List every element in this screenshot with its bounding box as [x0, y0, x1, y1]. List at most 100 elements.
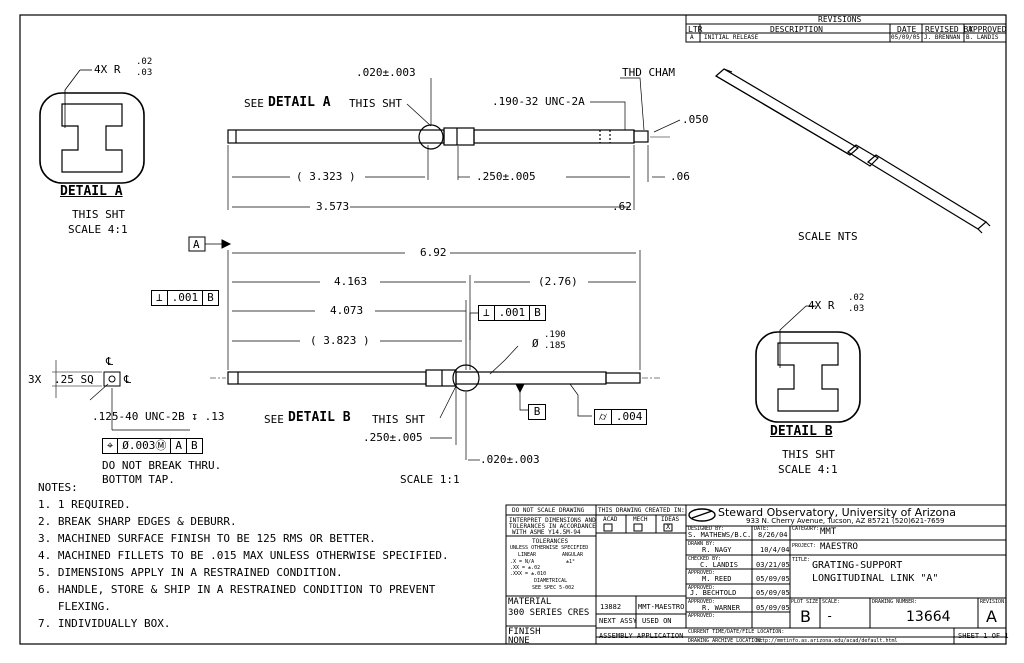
tb-lin-1: .X = N/A [510, 559, 535, 565]
tb-sheet: SHEET 1 OF 1 [958, 632, 1009, 640]
perp-control-frame-right: ⊥ .001 B [478, 305, 546, 321]
tb-cad-ideas: IDEAS [661, 516, 680, 523]
tb-archive-link[interactable]: http://mmtinfo.as.arizona.edu/acad/defau… [756, 638, 898, 644]
tb-approved-2-date: 05/09/05 [756, 589, 790, 597]
position-datum-b: B [190, 439, 198, 452]
tb-next-assy: NEXT ASSY [599, 617, 637, 625]
detail-b-radius-top: .02 [848, 293, 865, 303]
tb-cad-mech: MECH [633, 516, 648, 523]
rev-row-ltr: A [690, 34, 694, 41]
tb-angular: ANGULAR [562, 552, 584, 558]
centerline-symbol: ℄ [106, 355, 114, 368]
top-see-suffix: THIS SHT [349, 97, 402, 110]
iso-scale-label: SCALE NTS [798, 230, 858, 243]
tb-title-2: LONGITUDINAL LINK "A" [812, 573, 939, 584]
tb-plot-size: B [800, 607, 811, 626]
note-5: 5. DIMENSIONS APPLY IN A RESTRAINED COND… [38, 566, 343, 579]
tb-approved-1-date: 05/09/05 [756, 575, 790, 583]
tb-approved-3-date: 05/09/05 [756, 604, 790, 612]
tb-ang-val: ±1° [566, 559, 576, 565]
tb-designed-label: DESIGNED BY: [688, 526, 725, 532]
datum-b-label: B [528, 404, 546, 420]
tb-approved-1: M. REED [702, 575, 732, 583]
rev-row-approved: B. LANDIS [966, 34, 999, 41]
main-dim-276: (2.76) [538, 275, 578, 288]
tb-created-in: THIS DRAWING CREATED IN: [598, 507, 685, 514]
tb-project-label: PROJECT: [792, 543, 817, 549]
tb-diametrical: DIAMETRICAL [534, 578, 568, 584]
top-dim-050: .050 [682, 113, 709, 126]
rev-row-date: 05/09/05 [891, 34, 920, 41]
main-scale: SCALE 1:1 [400, 473, 460, 486]
tb-approved-2: J. BECHTOLD [690, 589, 737, 597]
tb-checked-label: CHECKED BY: [688, 556, 722, 562]
position-symbol: ⌖ [103, 439, 119, 453]
tb-date-label: DATE: [754, 526, 770, 532]
tb-interpret-2: TOLERANCES IN ACCORDANCE [509, 523, 596, 530]
rev-header-approved: APPROVED [968, 25, 1007, 34]
tb-material: 300 SERIES CRES [508, 608, 590, 618]
tb-dwg-label: DRAWING NUMBER: [872, 599, 918, 605]
tb-see-spec: SEE SPEC 5-002 [532, 585, 575, 591]
tb-approved-label-4: APPROVED: [688, 613, 716, 619]
revisions-table-lines [685, 14, 1007, 43]
top-view-shaft [227, 124, 649, 150]
perp-datum: B [534, 306, 541, 319]
main-dia-symbol: Ø [532, 337, 539, 350]
tb-lin-2: .XX = ±.02 [510, 565, 541, 571]
tb-interpret-3: WITH ASME Y14.5M-94 [512, 529, 581, 536]
top-thread: .190-32 UNC-2A [492, 95, 585, 108]
cylindricity-symbol: ⌭ [595, 410, 612, 424]
title-block-lines [505, 504, 1007, 645]
detail-b-sub2: SCALE 4:1 [778, 463, 838, 476]
rev-header-ltr: LTR [688, 25, 703, 34]
tb-tolerances: TOLERANCES [532, 538, 569, 545]
rev-row-description: INITIAL RELEASE [704, 34, 759, 41]
tb-cad-acad: ACAD [603, 516, 618, 523]
rev-header-description: DESCRIPTION [770, 25, 823, 34]
perp-control-frame-left: ⊥ .001 B [151, 290, 219, 306]
detail-b-title: DETAIL B [770, 424, 833, 439]
perp-value: .001 [495, 306, 531, 320]
main-see-detail: DETAIL B [288, 410, 351, 425]
detail-b-sub1: THIS SHT [782, 448, 835, 461]
iso-view [714, 68, 991, 234]
cylindricity-value: .004 [615, 410, 643, 423]
tb-address: 933 N. Cherry Avenue, Tucson, AZ 85721 (… [746, 517, 945, 525]
main-dim-3823: ( 3.823 ) [310, 334, 370, 347]
tb-designed-date: 8/26/04 [758, 531, 788, 539]
tb-next-assy-num: 13882 [600, 603, 622, 611]
main-see-suffix: THIS SHT [372, 413, 425, 426]
top-dim-3323: ( 3.323 ) [296, 170, 356, 183]
detail-a-sub2: SCALE 4:1 [68, 223, 128, 236]
tap-note-1: DO NOT BREAK THRU. [102, 459, 222, 472]
tb-scale-label: SCALE: [822, 599, 841, 605]
tb-title-1: GRATING-SUPPORT [812, 560, 903, 571]
tb-scale-val: - [826, 609, 834, 623]
tb-drawn-date: 10/4/04 [760, 546, 790, 554]
top-dim-3573: 3.573 [316, 200, 350, 213]
main-dim-4163: 4.163 [334, 275, 368, 288]
tb-rev: A [986, 607, 997, 626]
tb-drawn-by: R. NAGY [702, 546, 732, 554]
perp-symbol: ⊥ [152, 291, 168, 305]
tb-checked-date: 03/21/05 [756, 561, 790, 569]
tb-project: MAESTRO [820, 542, 858, 552]
tb-approved-label-3: APPROVED: [688, 599, 716, 605]
detail-a-radius-bottom: .03 [136, 68, 153, 78]
tb-assembly-app: ASSEMBLY APPLICATION [599, 632, 684, 640]
detail-a-profile [39, 92, 145, 184]
top-dim-06: .06 [670, 170, 690, 183]
note-1: 1. 1 REQUIRED. [38, 498, 131, 511]
top-tol-020: .020±.003 [356, 66, 416, 79]
perp-value: .001 [168, 291, 204, 305]
tb-unless: UNLESS OTHERWISE SPECIFIED [510, 545, 589, 551]
top-thd-cham: THD CHAM [622, 66, 675, 79]
centerline-symbol-right: ℄ [124, 373, 132, 386]
note-7: 7. INDIVIDUALLY BOX. [38, 617, 171, 630]
square-dim: .25 SQ [54, 373, 94, 386]
note-6-cont: FLEXING. [38, 600, 111, 613]
perp-datum: B [207, 291, 214, 304]
tb-lin-3: .XXX = ±.010 [510, 571, 547, 577]
